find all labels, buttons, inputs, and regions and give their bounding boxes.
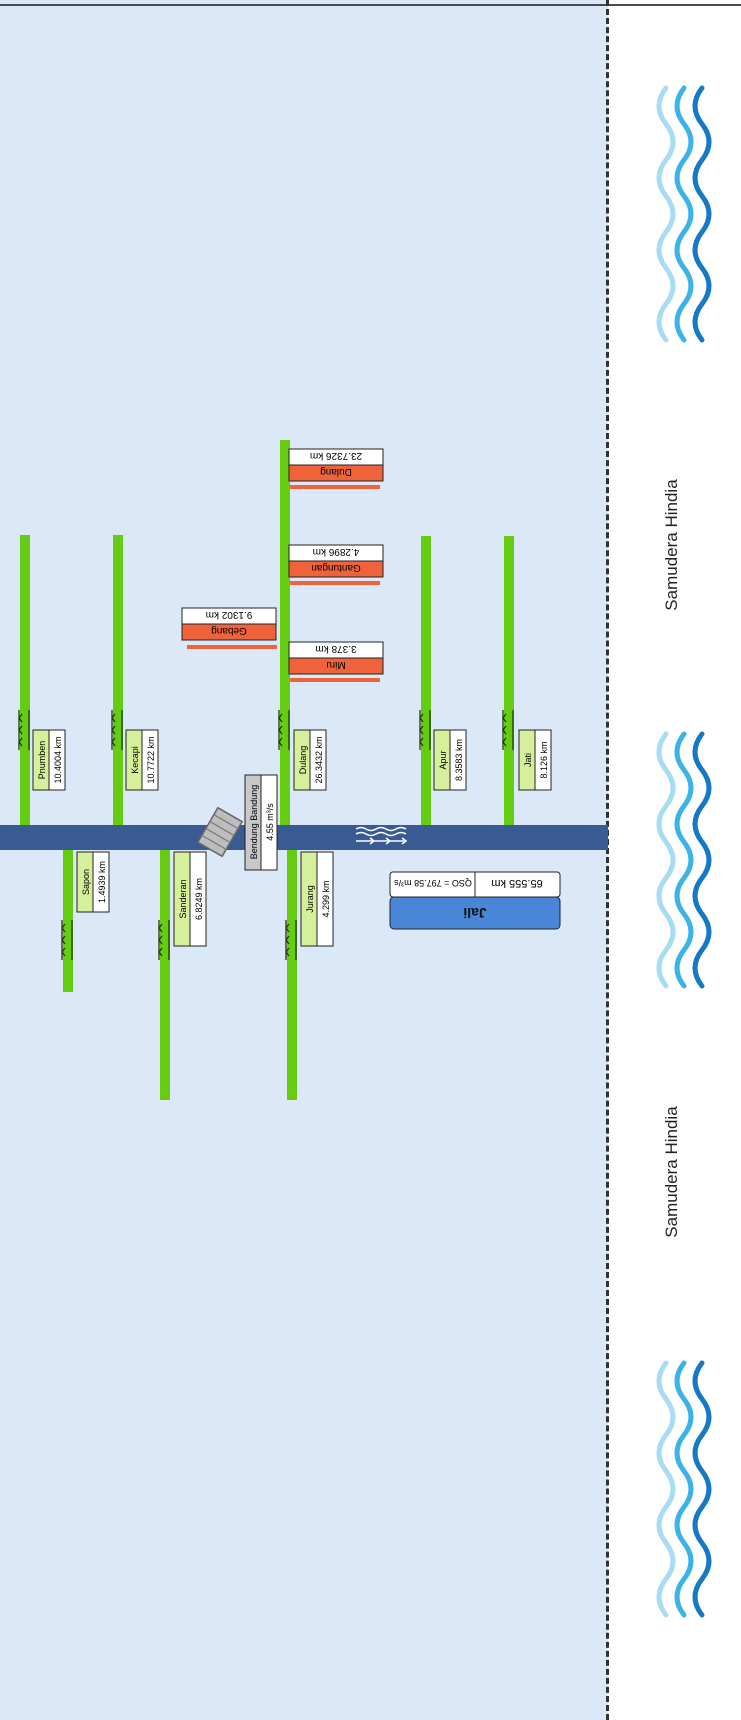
main-river-length: 65.555 km xyxy=(491,877,542,889)
tributary-label-dulang: Dulang 26.3432 km xyxy=(294,730,326,790)
sub-tributary-name: Gebang xyxy=(211,625,247,636)
tributary-line-jurang xyxy=(287,850,297,1100)
waves-group-3 xyxy=(659,1363,709,1615)
main-river-label: Jali 65.555 km QSO = 797.58 m³/s xyxy=(390,872,560,929)
tributary-line-pnumben xyxy=(20,535,30,825)
sub-tributary-length: 4.2896 km xyxy=(313,546,360,557)
tributary-length: 10.4004 km xyxy=(53,736,63,783)
sub-tributary-name: Gantungan xyxy=(311,562,361,573)
tributary-length: 6.8249 km xyxy=(194,878,204,920)
sub-tributary-name: Dulang xyxy=(320,466,352,477)
tributary-name: Pnumben xyxy=(37,741,47,780)
sub-tributary-line-gantungan xyxy=(290,581,380,585)
tributary-line-dulang xyxy=(280,440,290,825)
tributary-name: Dulang xyxy=(298,746,308,775)
tributary-name: Jurang xyxy=(305,885,315,913)
tributary-length: 8.126 km xyxy=(539,741,549,778)
tributary-name: Kecapi xyxy=(130,746,140,774)
tributary-line-apur xyxy=(421,536,431,825)
tributary-name: Sanderan xyxy=(178,879,188,918)
tributary-label-pnumben: Pnumben 10.4004 km xyxy=(33,730,65,790)
sub-tributary-length: 23.7326 km xyxy=(310,450,362,461)
sub-tributary-length: 9.1302 km xyxy=(206,609,253,620)
waves-group-2 xyxy=(659,734,709,986)
wave-icon xyxy=(677,734,691,986)
sub-tributary-line-miru xyxy=(290,678,380,682)
tributary-line-sanderan xyxy=(160,850,170,1100)
wave-icon xyxy=(659,88,673,340)
tributary-length: 10.7722 km xyxy=(146,736,156,783)
waves-group-1 xyxy=(659,88,709,340)
tributary-label-apur: Apur 8.3583 km xyxy=(434,730,466,790)
main-river xyxy=(0,825,608,850)
wave-icon xyxy=(695,88,709,340)
tributary-label-kecapi: Kecapi 10.7722 km xyxy=(126,730,158,790)
sub-tributary-label-miru: Miru 3.378 km xyxy=(289,642,383,674)
wave-icon xyxy=(659,1363,673,1615)
tributary-length: 26.3432 km xyxy=(314,736,324,783)
tributary-label-sanderan: Sanderan 6.8249 km xyxy=(174,852,206,946)
tributary-length: 4.299 km xyxy=(321,880,331,917)
tributary-label-sapon: Sapon 1.4939 km xyxy=(77,852,109,912)
wave-icon xyxy=(695,734,709,986)
sub-tributary-name: Miru xyxy=(326,659,345,670)
sub-tributary-line-gebang xyxy=(187,645,277,649)
weir-label: Bendung Bandung 4.55 m³/s xyxy=(245,775,277,870)
tributary-name: Apur xyxy=(438,750,448,769)
tributary-label-jurang: Jurang 4.299 km xyxy=(301,852,333,946)
sub-tributary-length: 3.378 km xyxy=(315,643,356,654)
wave-icon xyxy=(659,734,673,986)
tributary-name: Sapon xyxy=(81,869,91,895)
sub-tributary-label-dulang: Dulang 23.7326 km xyxy=(289,449,383,481)
main-river-discharge: QSO = 797.58 m³/s xyxy=(394,878,472,888)
main-river-name: Jali xyxy=(463,905,486,921)
tributary-name: Jati xyxy=(523,753,533,767)
sub-tributary-label-gantungan: Gantungan 4.2896 km xyxy=(289,545,383,577)
tributary-line-kecapi xyxy=(113,535,123,825)
weir-name: Bendung Bandung xyxy=(249,785,259,860)
wave-icon xyxy=(677,88,691,340)
tributary-line-jati xyxy=(504,536,514,825)
sub-tributary-label-gebang: Gebang 9.1302 km xyxy=(182,608,276,640)
wave-icon xyxy=(677,1363,691,1615)
tributary-length: 8.3583 km xyxy=(454,739,464,781)
tributary-length: 1.4939 km xyxy=(97,861,107,903)
tributary-label-jati: Jati 8.126 km xyxy=(519,730,551,790)
sub-tributary-line-dulang xyxy=(290,485,380,489)
wave-icon xyxy=(695,1363,709,1615)
weir-flow: 4.55 m³/s xyxy=(265,803,275,841)
